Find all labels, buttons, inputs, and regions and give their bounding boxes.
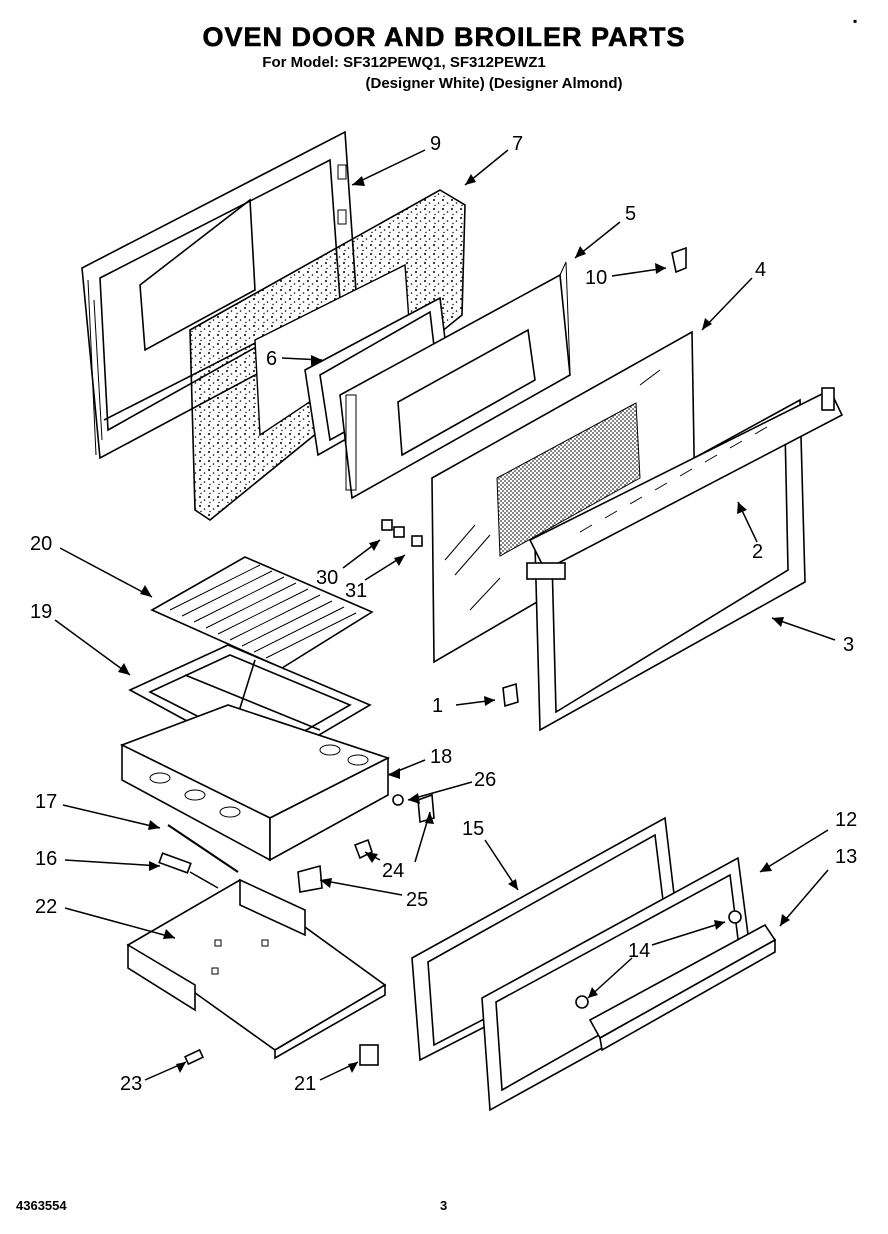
callout-22: 22: [35, 896, 57, 918]
screw-26-part: [392, 794, 404, 806]
small-bracket-30b-part: [393, 526, 405, 538]
callout-15: 15: [462, 818, 484, 840]
callout-13: 13: [835, 846, 857, 868]
arrowheads: [118, 174, 790, 1073]
door-bracket-part: [671, 246, 687, 274]
model-line: For Model: SF312PEWQ1, SF312PEWZ1: [262, 54, 546, 71]
callout-1: 1: [432, 695, 443, 717]
inner-door-frame-part: [81, 130, 359, 460]
callout-12: 12: [835, 809, 857, 831]
callout-10: 10: [585, 267, 607, 289]
clip-25-part: [297, 864, 323, 893]
callout-14: 14: [628, 940, 650, 962]
spacer-14b-part: [575, 995, 589, 1009]
callout-21: 21: [294, 1073, 316, 1095]
hinge-clip-part: [502, 682, 519, 708]
callout-5: 5: [625, 203, 636, 225]
spacer-14a-part: [728, 910, 742, 924]
callout-26: 26: [474, 769, 496, 791]
callout-25: 25: [406, 889, 428, 911]
corner-mark: ▪: [853, 14, 858, 28]
callout-3: 3: [843, 634, 854, 656]
broiler-drawer-base-part: [126, 878, 387, 1060]
variant-line: (Designer White) (Designer Almond): [365, 75, 623, 92]
callout-20: 20: [30, 533, 52, 555]
drawer-handle-part: [588, 923, 777, 1052]
callout-18: 18: [430, 746, 452, 768]
small-bracket-30-part: [381, 519, 393, 531]
callout-19: 19: [30, 601, 52, 623]
broiler-pan-part: [119, 704, 391, 862]
door-insulation-part: [189, 189, 466, 521]
broiler-grid-part: [150, 556, 374, 669]
callout-31: 31: [345, 580, 367, 602]
screw-23-part: [183, 1048, 205, 1066]
small-bracket-31-part: [411, 535, 423, 547]
page-number: 3: [440, 1198, 448, 1213]
callout-24: 24: [382, 860, 404, 882]
callout-labels: 9 7 5 10 4 6 2 20 30 31 3 19 1 18 26 17 …: [30, 133, 857, 1095]
plate-21-part: [359, 1044, 379, 1066]
callout-7: 7: [512, 133, 523, 155]
page-title: OVEN DOOR AND BROILER PARTS: [202, 22, 686, 53]
callout-6: 6: [266, 348, 277, 370]
callout-9: 9: [430, 133, 441, 155]
callout-30: 30: [316, 567, 338, 589]
callout-2: 2: [752, 541, 763, 563]
callout-17: 17: [35, 791, 57, 813]
rod-17-part: [167, 824, 239, 873]
callout-4: 4: [755, 259, 766, 281]
callout-16: 16: [35, 848, 57, 870]
inner-door-panel-part: [339, 261, 571, 500]
outer-door-frame-part: [526, 387, 844, 732]
spring-16-part: [158, 852, 219, 889]
document-number: 4363554: [16, 1198, 67, 1213]
callout-23: 23: [120, 1073, 142, 1095]
